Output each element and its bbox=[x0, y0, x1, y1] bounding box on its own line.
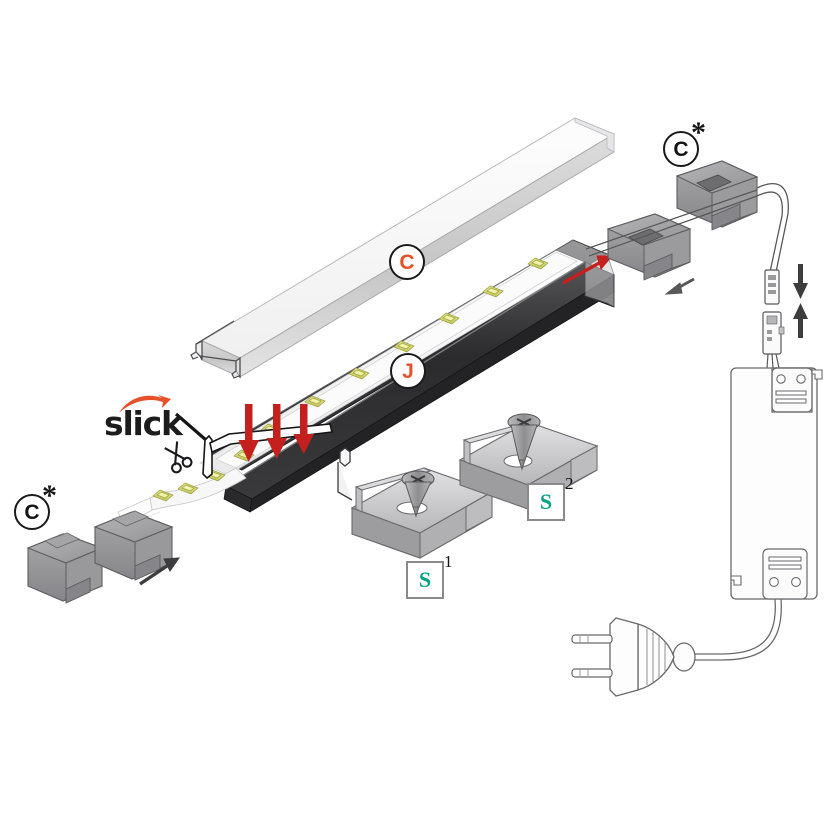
marker-bracket-s2-label: S bbox=[539, 489, 553, 514]
strip-lead-wires bbox=[585, 189, 758, 257]
marker-bracket-s1: S bbox=[406, 561, 444, 599]
plug-pin bbox=[571, 634, 613, 678]
cable-end-cap-inner bbox=[606, 213, 692, 281]
diffuser-cover bbox=[190, 117, 616, 379]
press-down-arrows bbox=[238, 404, 314, 462]
phillips-screw bbox=[401, 470, 435, 518]
marker-profile-j-label: J bbox=[402, 359, 414, 383]
phillips-screw bbox=[507, 413, 541, 471]
marker-bracket-s2-superscript: 2 bbox=[565, 474, 574, 493]
marker-bracket-s1-superscript: 1 bbox=[444, 552, 453, 571]
cable-end-cap-outer bbox=[675, 160, 759, 231]
marker-endcap-c-top: C bbox=[663, 131, 699, 167]
marker-bracket-s1-label: S bbox=[418, 567, 432, 592]
marker-endcap-c-bottom: C bbox=[14, 494, 50, 530]
led-driver bbox=[730, 367, 823, 600]
swoosh-icon bbox=[119, 395, 171, 413]
quick-connector bbox=[762, 269, 785, 369]
marker-endcap-c-top-label: C bbox=[673, 137, 689, 161]
marker-profile-j: J bbox=[390, 353, 426, 389]
endcap-push-arrow-top bbox=[664, 277, 695, 295]
arrow-down-icon bbox=[793, 264, 808, 299]
mains-plug bbox=[571, 617, 696, 697]
brand-logo: slick bbox=[104, 393, 200, 445]
plain-end-cap-left bbox=[26, 532, 104, 604]
plain-end-cap-right bbox=[93, 510, 174, 581]
supply-cable-upper bbox=[756, 183, 789, 273]
scissors-icon bbox=[164, 441, 193, 474]
marker-cover-c: C bbox=[389, 244, 425, 280]
press-down-arrow bbox=[266, 404, 287, 459]
asterisk-endcap-c-top: * bbox=[691, 116, 706, 149]
insert-arrow-red bbox=[562, 255, 614, 285]
connector-mate-arrows bbox=[793, 264, 808, 338]
mains-cable bbox=[688, 598, 782, 661]
arrow-up-icon bbox=[793, 303, 808, 338]
press-down-arrow bbox=[238, 404, 259, 462]
marker-cover-c-label: C bbox=[399, 250, 415, 274]
asterisk-endcap-c-bottom: * bbox=[42, 479, 57, 512]
brand-wordmark: slick bbox=[104, 404, 183, 443]
endcap-push-arrow-bottom bbox=[139, 557, 181, 586]
press-down-arrow bbox=[293, 404, 314, 454]
marker-endcap-c-bottom-label: C bbox=[24, 500, 40, 524]
marker-bracket-s2: S bbox=[527, 483, 565, 521]
